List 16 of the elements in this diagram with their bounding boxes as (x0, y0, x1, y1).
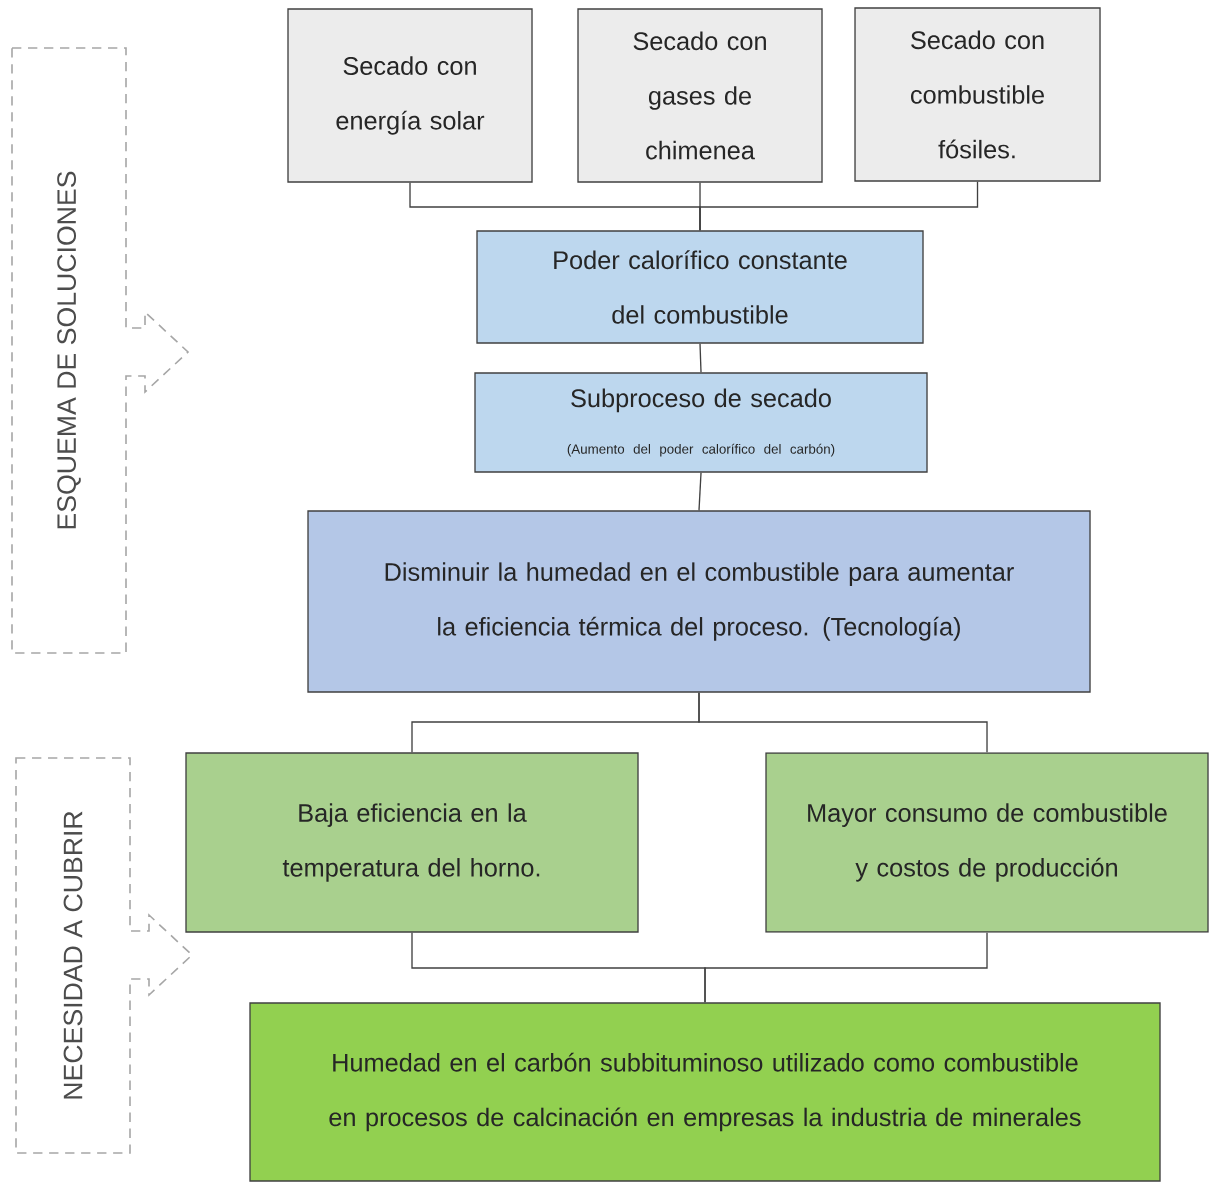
dashed-arrow-box: ESQUEMA DE SOLUCIONES (11, 47, 190, 654)
dashed-arrow-box: NECESIDAD A CUBRIR (15, 757, 194, 1154)
text-box: Mayor consumo de combustible y costos de producción (765, 752, 1209, 933)
connector-line (698, 692, 988, 753)
connector-line (699, 181, 979, 231)
text-box: Secado con energía solar (287, 8, 533, 183)
connector-line (704, 932, 988, 1003)
text-box: Disminuir la humedad en el combustible para aumentar la eficiencia térmica del proceso. (Tecnología) (307, 510, 1091, 693)
text-box: Secado con combustible fósiles. (854, 7, 1101, 182)
connector-line (698, 472, 702, 511)
text-box: Baja eficiencia en la temperatura del horno. (185, 752, 639, 933)
text-box: Poder calorífico constante del combustible (476, 230, 924, 344)
text-box: Secado con gases de chimenea (577, 8, 823, 183)
text-box: Subproceso de secado (Aumento del poder calorífico del carbón) (474, 372, 928, 473)
connector-line (699, 343, 702, 373)
text-box: Humedad en el carbón subbituminoso utilizado como combustible en procesos de calcinación en empresas la industria de minerales (249, 1002, 1161, 1182)
